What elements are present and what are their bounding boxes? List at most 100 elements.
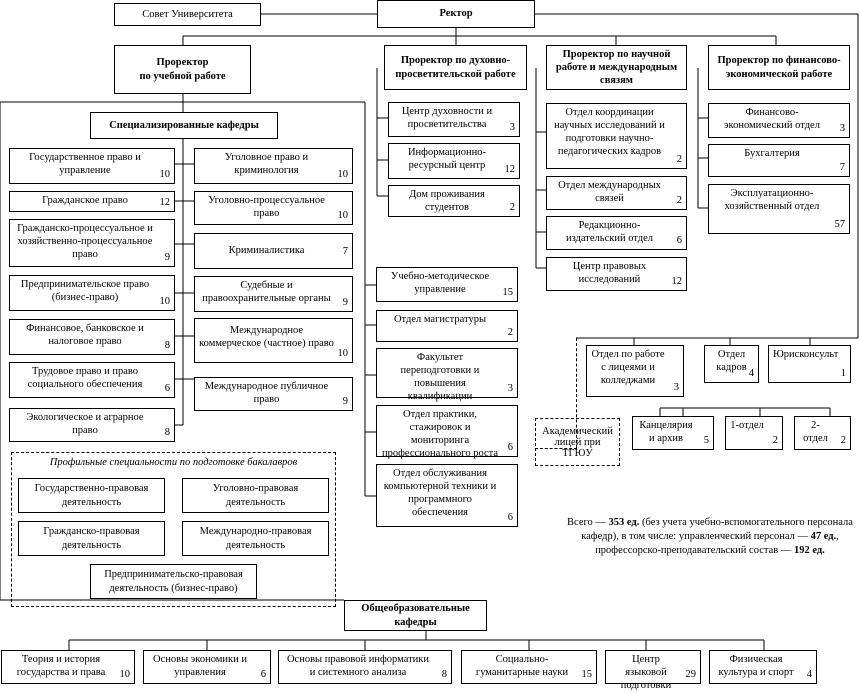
staff-count: 7 xyxy=(839,161,845,173)
department-name: Теория и история государства и права xyxy=(16,654,106,679)
staff-count: 9 xyxy=(342,296,348,308)
unit-name: Финансово-экономический отдел xyxy=(724,107,820,132)
department-name: Основы экономики и управления xyxy=(153,654,247,679)
staff-count: 10 xyxy=(337,168,349,180)
unit-name: Отдел практики, стажировок и мониторинга… xyxy=(381,409,499,460)
staff-count: 3 xyxy=(509,121,515,133)
unit-name: 2-отдел xyxy=(803,420,828,445)
unit-box: Отдел обслуживания компьютерной техники … xyxy=(376,464,518,527)
department-name: Трудовое право и право социального обесп… xyxy=(27,366,143,391)
unit-name: Канцелярия и архив xyxy=(639,420,693,445)
staff-count: 2 xyxy=(507,326,513,338)
staff-count: 3 xyxy=(839,122,845,134)
unit-name: Центр правовых исследований xyxy=(572,261,647,286)
total-text: (без учета учебно-вспомогательного персо… xyxy=(581,517,853,543)
staff-count: 1 xyxy=(840,367,846,379)
specialized-departments-box: Специализированные кафедры xyxy=(90,112,278,139)
profile-label: Предпринимательско-правовая деятельность… xyxy=(104,569,243,594)
unit-name: Отдел координации научных исследований и… xyxy=(554,107,665,158)
management-value: 47 ед. xyxy=(810,531,837,543)
staff-count: 3 xyxy=(673,381,679,393)
total-text: , профессорско-преподавательский состав … xyxy=(595,531,839,557)
staff-count: 9 xyxy=(164,251,170,263)
staff-count: 2 xyxy=(772,434,778,446)
unit-name: Информационно-ресурсный центр xyxy=(407,147,487,172)
department-box: Уголовно-процессуальное право 10 xyxy=(194,191,353,225)
department-name: Международное публичное право xyxy=(204,381,329,406)
profile-specialties-title: Профильные специальности по подготовке б… xyxy=(49,457,298,468)
staff-count: 12 xyxy=(671,275,683,287)
total-value: 353 ед. xyxy=(608,517,640,528)
department-name: Основы правовой информатики и системного… xyxy=(286,654,430,679)
staff-count: 3 xyxy=(507,382,513,394)
staff-count: 6 xyxy=(164,382,170,394)
vp-academic-box: Проректор по учебной работе xyxy=(114,45,251,94)
department-name: Уголовно-процессуальное право xyxy=(208,195,325,220)
staff-count: 8 xyxy=(164,426,170,438)
lyceum-link xyxy=(576,338,577,448)
unit-box: Факультет переподготовки и повышения ква… xyxy=(376,348,518,416)
profile-label: Гражданско-правовая деятельность xyxy=(43,526,140,551)
staff-count: 15 xyxy=(581,668,593,680)
unit-name: Эксплуатационно-хозяйственный отдел xyxy=(724,188,820,213)
department-box: Основы экономики и управления 6 xyxy=(143,650,271,684)
unit-name: Дом проживания студентов xyxy=(409,189,485,214)
profile-box: Уголовно-правовая деятельность xyxy=(182,478,329,513)
profile-box: Государственно-правовая деятельность xyxy=(18,478,165,513)
staff-count: 29 xyxy=(685,668,697,680)
vp-science-box: Проректор по научной работе и международ… xyxy=(546,45,687,90)
department-box: Международное публичное право 9 xyxy=(194,377,353,411)
unit-name: Учебно-методическое управление xyxy=(390,271,490,296)
vp-academic-title: Проректор по учебной работе xyxy=(139,57,226,82)
unit-name: Юрисконсульт xyxy=(773,349,839,360)
staff-count: 10 xyxy=(159,168,171,180)
staff-total-note: Всего — 353 ед. (без учета учебно-вспомо… xyxy=(565,516,855,559)
staff-count: 6 xyxy=(507,511,513,523)
department-name: Предпринимательское право (бизнес-право) xyxy=(20,279,150,304)
unit-box: Отдел практики, стажировок и мониторинга… xyxy=(376,405,518,459)
department-name: Финансовое, банковское и налоговое право xyxy=(26,323,144,348)
university-council-box: Совет Университета xyxy=(114,3,261,26)
unit-name: Отдел международных связей xyxy=(558,180,661,205)
academic-lyceum-label: Академический лицей при ТГЮУ xyxy=(542,425,613,459)
staff-count: 10 xyxy=(159,295,171,307)
staff-count: 10 xyxy=(337,209,349,221)
unit-box: Отдел международных связей 2 xyxy=(546,176,687,210)
department-name: Гражданско-процессуальное и хозяйственно… xyxy=(17,223,153,261)
staff-count: 9 xyxy=(342,395,348,407)
profile-box: Международно-правовая деятельность xyxy=(182,521,329,556)
department-box: Трудовое право и право социального обесп… xyxy=(9,362,175,398)
general-departments-label: Общеобразовательные кафедры xyxy=(361,603,470,628)
staff-count: 10 xyxy=(119,668,131,680)
lyceum-link xyxy=(535,448,577,449)
profile-specialties-frame xyxy=(11,452,336,607)
department-box: Международное коммерческое (частное) пра… xyxy=(194,318,353,363)
unit-name: Центр духовности и просветительства xyxy=(401,106,493,131)
staff-count: 2 xyxy=(676,194,682,206)
unit-name: Отдел кадров xyxy=(716,349,747,374)
profile-box: Предпринимательско-правовая деятельность… xyxy=(90,564,257,599)
vp-spiritual-title: Проректор по духовно-просветительской ра… xyxy=(395,55,516,80)
staff-count: 6 xyxy=(260,668,266,680)
unit-box: Центр духовности и просветительства 3 xyxy=(388,102,520,137)
staff-count: 6 xyxy=(676,234,682,246)
staff-count: 6 xyxy=(507,441,513,453)
